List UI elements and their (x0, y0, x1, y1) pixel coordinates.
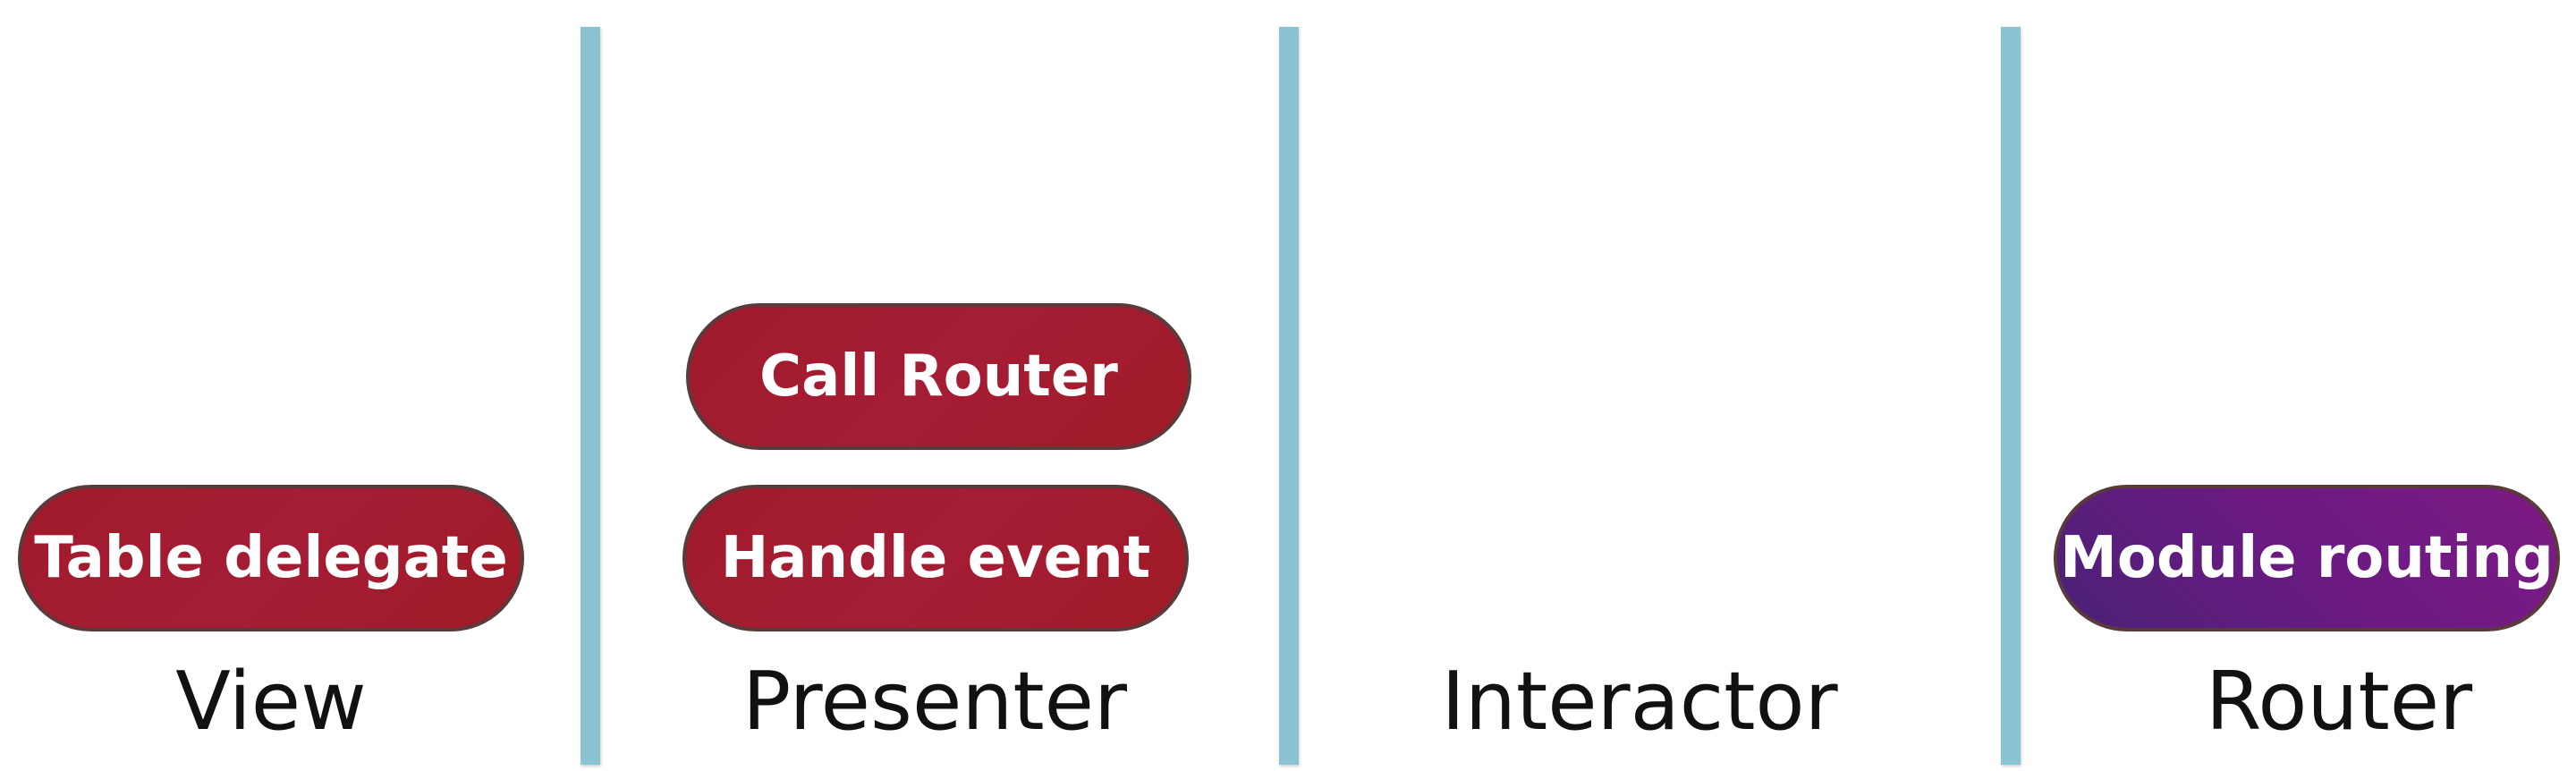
column-label-view: View (175, 655, 367, 749)
column-label-interactor: Interactor (1441, 655, 1838, 749)
column-label-router: Router (2205, 655, 2473, 749)
call-router-box: Call Router (686, 303, 1191, 450)
column-label-presenter: Presenter (741, 655, 1128, 749)
module-routing-box: Module routing (2054, 485, 2560, 631)
handle-event-box: Handle event (682, 485, 1189, 631)
table-delegate-box: Table delegate (18, 485, 524, 631)
divider-interactor-router (2001, 27, 2021, 765)
divider-view-presenter (580, 27, 600, 765)
divider-presenter-interactor (1279, 27, 1299, 765)
